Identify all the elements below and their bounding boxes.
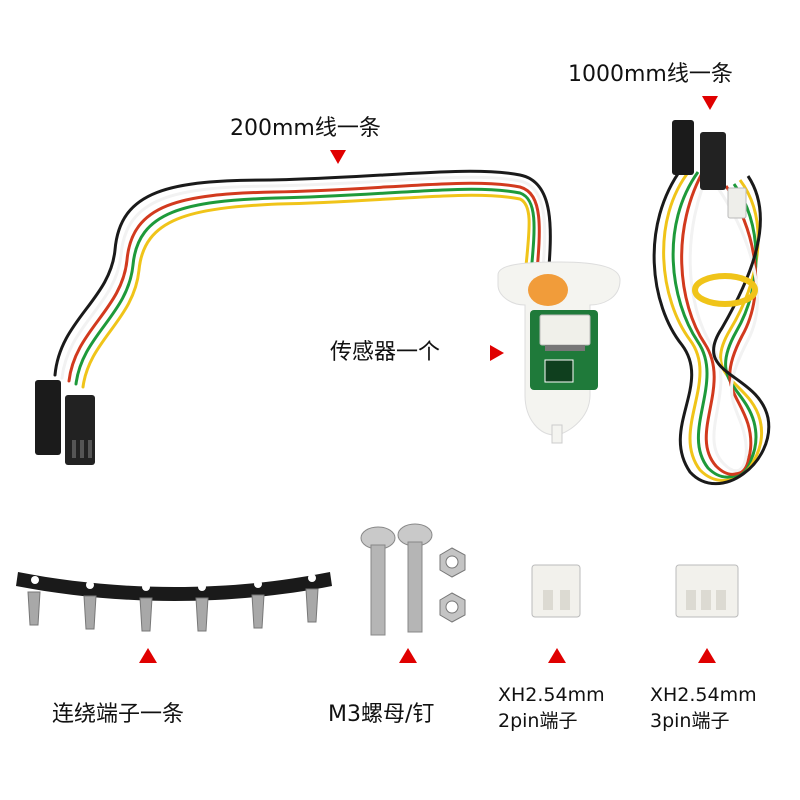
label-screws: M3螺母/钉: [328, 702, 435, 727]
arrow-down-icon: [702, 96, 718, 110]
screws-and-nuts: [360, 523, 466, 636]
xh-2pin-connector: [531, 564, 581, 618]
short-cable: [53, 169, 552, 389]
dupont-connectors-right: [672, 120, 747, 219]
label-terminal-strip: 连绕端子一条: [52, 702, 185, 727]
dupont-connectors-left: [35, 380, 95, 465]
xh-3pin-connector: [675, 564, 739, 618]
label-cable-200: 200mm线一条: [230, 116, 381, 141]
arrow-up-icon: [399, 648, 417, 663]
arrow-up-icon: [698, 648, 716, 663]
arrow-right-icon: [490, 345, 504, 361]
sensor-body: [497, 261, 621, 444]
terminal-strip: [16, 572, 332, 632]
label-xh3pin-line2: 3pin端子: [650, 710, 730, 732]
label-cable-1000: 1000mm线一条: [568, 62, 733, 87]
label-xh3pin-line1: XH2.54mm: [650, 684, 757, 706]
label-xh2pin-line2: 2pin端子: [498, 710, 578, 732]
label-sensor: 传感器一个: [330, 340, 441, 365]
label-xh2pin-line1: XH2.54mm: [498, 684, 605, 706]
arrow-up-icon: [548, 648, 566, 663]
arrow-down-icon: [330, 150, 346, 164]
arrow-up-icon: [139, 648, 157, 663]
long-cable-coil: [652, 164, 771, 486]
